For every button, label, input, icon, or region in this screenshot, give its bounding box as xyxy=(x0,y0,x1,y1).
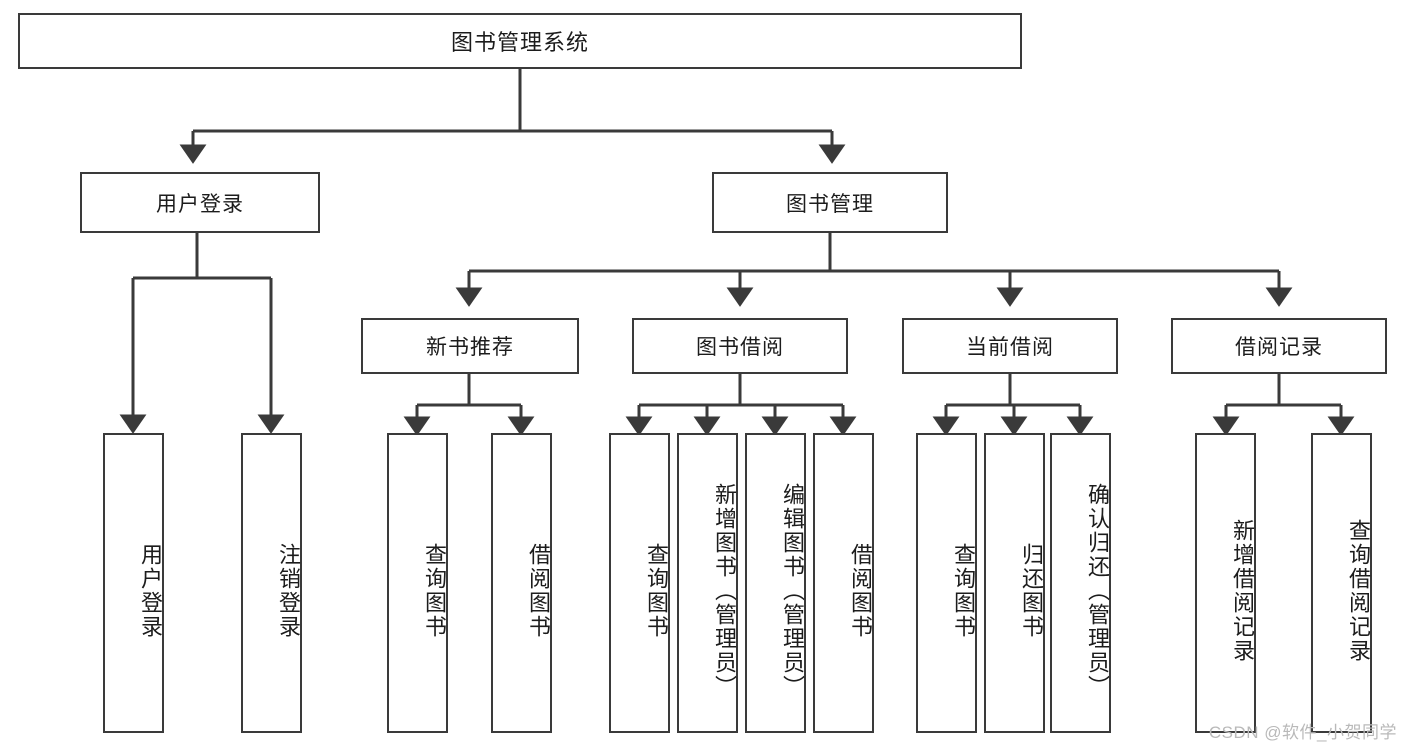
leaf-book-borrow-query[interactable]: 查询图书 xyxy=(609,433,670,733)
leaf-current-borrow-query[interactable]: 查询图书 xyxy=(916,433,977,733)
node-label: 归还图书 xyxy=(1019,543,1044,639)
node-book-management[interactable]: 图书管理 xyxy=(712,172,948,233)
node-label: 注销登录 xyxy=(276,543,301,639)
leaf-user-login-logout[interactable]: 注销登录 xyxy=(241,433,302,733)
node-label: 借阅图书 xyxy=(526,543,551,639)
leaf-current-borrow-return[interactable]: 归还图书 xyxy=(984,433,1045,733)
leaf-book-borrow-edit[interactable]: 编辑图书（管理员） xyxy=(745,433,806,733)
node-label: 新增图书（管理员） xyxy=(712,483,737,699)
node-root-system[interactable]: 图书管理系统 xyxy=(18,13,1022,69)
node-label: 用户登录 xyxy=(156,192,244,216)
node-book-borrow[interactable]: 图书借阅 xyxy=(632,318,848,374)
node-label: 新书推荐 xyxy=(426,336,514,359)
node-label: 查询图书 xyxy=(422,543,447,639)
node-label: 借阅图书 xyxy=(848,543,873,639)
node-label: 图书管理 xyxy=(786,192,874,216)
node-new-book-recommend[interactable]: 新书推荐 xyxy=(361,318,579,374)
node-user-login[interactable]: 用户登录 xyxy=(80,172,320,233)
node-current-borrow[interactable]: 当前借阅 xyxy=(902,318,1118,374)
node-label: 借阅记录 xyxy=(1235,336,1323,359)
node-label: 用户登录 xyxy=(138,543,163,639)
node-label: 图书管理系统 xyxy=(450,30,589,55)
leaf-user-login-login[interactable]: 用户登录 xyxy=(103,433,164,733)
node-label: 当前借阅 xyxy=(966,336,1054,359)
leaf-book-borrow-borrow[interactable]: 借阅图书 xyxy=(813,433,874,733)
node-label: 确认归还（管理员） xyxy=(1085,483,1110,699)
node-label: 查询图书 xyxy=(951,543,976,639)
node-label: 图书借阅 xyxy=(696,336,784,359)
node-label: 编辑图书（管理员） xyxy=(780,483,805,699)
leaf-new-book-query[interactable]: 查询图书 xyxy=(387,433,448,733)
leaf-current-borrow-confirm-return[interactable]: 确认归还（管理员） xyxy=(1050,433,1111,733)
watermark-text: CSDN @软件_小贺同学 xyxy=(1208,723,1397,742)
node-borrow-records[interactable]: 借阅记录 xyxy=(1171,318,1387,374)
leaf-new-book-borrow[interactable]: 借阅图书 xyxy=(491,433,552,733)
leaf-borrow-records-query[interactable]: 查询借阅记录 xyxy=(1311,433,1372,733)
node-label: 查询借阅记录 xyxy=(1346,519,1371,663)
node-label: 查询图书 xyxy=(644,543,669,639)
leaf-book-borrow-add[interactable]: 新增图书（管理员） xyxy=(677,433,738,733)
leaf-borrow-records-add[interactable]: 新增借阅记录 xyxy=(1195,433,1256,733)
node-label: 新增借阅记录 xyxy=(1230,519,1255,663)
